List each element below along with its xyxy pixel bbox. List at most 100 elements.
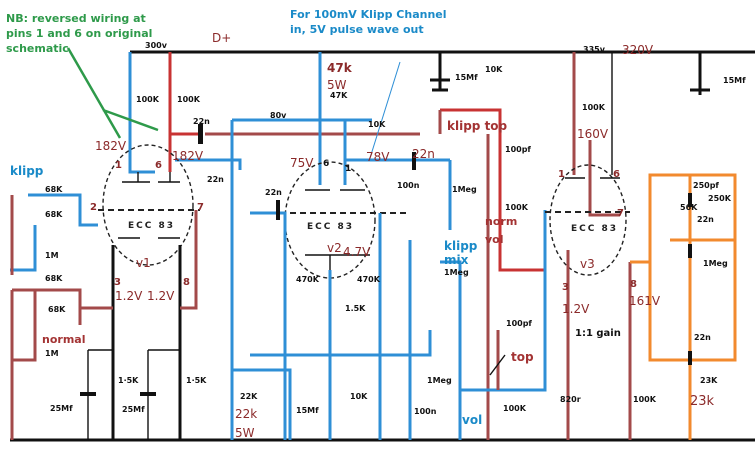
norm-vol-label: vol [485, 233, 504, 246]
v2-75v: 75V [290, 156, 314, 170]
klipp-input-label: klipp [10, 164, 44, 178]
v3-type: ECC 83 [571, 224, 618, 234]
klipp-top-label: klipp top [447, 119, 508, 133]
v1-name: v1 [136, 256, 151, 270]
klipp-in-lower [10, 225, 37, 272]
v2-22k-loop [232, 368, 292, 440]
v1-plate1 [122, 172, 150, 183]
r-100k-top: 100K [503, 404, 527, 413]
c-22n-tone2: 22n [694, 333, 711, 342]
v1-plate1-wire [128, 52, 155, 174]
c-22n-v1b: 22n [207, 175, 224, 184]
cathode-bypass [87, 349, 180, 440]
normal-input-label: normal [42, 333, 85, 346]
v2-pin1: 1 [345, 164, 351, 174]
klipp-note-arrow [369, 61, 401, 159]
r-56k: 56K [680, 203, 698, 212]
c-100n-b: 100n [414, 407, 437, 416]
r-470k-2: 470K [357, 275, 381, 284]
r-100k-norm: 100K [505, 203, 529, 212]
r-1-5k-2: 1·5K [186, 376, 207, 385]
r-1meg-mix: 1Meg [444, 268, 469, 277]
r-1meg-vol: 1Meg [427, 376, 452, 385]
v1-pin3: 3 [114, 277, 121, 288]
klipp-note-1: For 100mV Klipp Channel [290, 8, 447, 21]
klipp-vol-label: vol [462, 413, 482, 427]
v1-pin8: 8 [183, 277, 190, 288]
v1-plate2 [158, 172, 180, 183]
r-1-5k-v2: 1.5K [345, 304, 366, 313]
v3-envelope [549, 164, 627, 276]
c-22n-v2in: 22n [265, 188, 282, 197]
v2-cathode [305, 254, 370, 270]
c-15mf-top: 15Mf [455, 73, 478, 82]
norm-label: norm [485, 215, 517, 228]
r-100k-v3: 100K [582, 103, 606, 112]
cap-22n-tone [688, 244, 692, 258]
c-25mf-1: 25Mf [50, 404, 73, 413]
r-68k-1: 68K [45, 185, 63, 194]
r-250k: 250K [708, 194, 732, 203]
v3-cath8-v: 161V [629, 294, 661, 308]
v3-pin7: 7 [617, 208, 624, 219]
cap-22n-v1 [198, 124, 203, 144]
r-10k-v2: 10K [368, 120, 386, 129]
nb-note-3: schematic [6, 42, 69, 55]
r-1meg-tone: 1Meg [703, 259, 728, 268]
r-10k-top: 10K [485, 65, 503, 74]
v2-78v: 78V [366, 150, 390, 164]
r-1m-1: 1M [45, 251, 59, 260]
top-label: top [511, 350, 534, 364]
nb-note-2: pins 1 and 6 on original [6, 27, 152, 40]
r-1m-2: 1M [45, 349, 59, 358]
v3-pin8: 8 [630, 279, 637, 290]
klipp-top-wire [440, 108, 545, 272]
v2-bottom-loop [250, 330, 432, 357]
klipp-mix-wiper [440, 260, 462, 440]
v1-182v-a: 182V [95, 139, 127, 153]
v1-type: ECC 83 [128, 221, 175, 231]
nb-arrow [66, 47, 159, 139]
v1-pin6: 6 [155, 160, 162, 171]
c-15mf-a: 15Mf [296, 406, 319, 415]
klipp-vol-return [460, 210, 547, 392]
r-1meg-norm: 1Meg [452, 185, 477, 194]
r-22k-watt: 5W [235, 426, 255, 440]
v1-cath3-v: 1.2V [115, 289, 143, 303]
v3-pin3: 3 [562, 282, 569, 293]
v1-pin1: 1 [115, 160, 122, 171]
c-22n-v2out: 22n [412, 147, 435, 161]
top-switch [489, 354, 506, 376]
r-1-5k-1: 1·5K [118, 376, 139, 385]
rail-dplus: D+ [212, 31, 231, 45]
r-10k-b: 10K [350, 392, 368, 401]
c-250pf: 250pf [693, 181, 719, 190]
v3-name: v3 [580, 257, 595, 271]
v3-cath3-v: 1.2V [562, 302, 590, 316]
c-15mf-right: 15Mf [723, 76, 746, 85]
r-470k-1: 470K [296, 275, 320, 284]
r-100k-b: 100K [177, 95, 201, 104]
klipp-mix-label-2: mix [444, 253, 469, 267]
v1-pin2: 2 [90, 202, 97, 213]
v1-envelope [102, 144, 194, 266]
v2-pin6: 6 [323, 159, 329, 169]
v1-cath8-v: 1.2V [147, 289, 175, 303]
rail-300v: 300v [145, 41, 168, 50]
rail-335v: 335v [583, 45, 606, 54]
klipp-mix-wires [408, 160, 452, 440]
r-47k-mod: 47k [327, 61, 353, 75]
r-22k-mod: 22k [235, 407, 257, 421]
r-68k-2: 68K [45, 210, 63, 219]
cap-15mf-right-sym [690, 52, 710, 95]
v3-pin6: 6 [613, 169, 620, 180]
r-47k-watt: 5W [327, 78, 347, 92]
c-22n-v1: 22n [193, 117, 210, 126]
c-100pf-b: 100pf [506, 319, 532, 328]
cap-22n-v2in [276, 200, 280, 220]
klipp-in-top [28, 193, 98, 227]
klipp-mix-label-1: klipp [444, 239, 478, 253]
klipp-note-2: in, 5V pulse wave out [290, 23, 424, 36]
c-100n-a: 100n [397, 181, 420, 190]
